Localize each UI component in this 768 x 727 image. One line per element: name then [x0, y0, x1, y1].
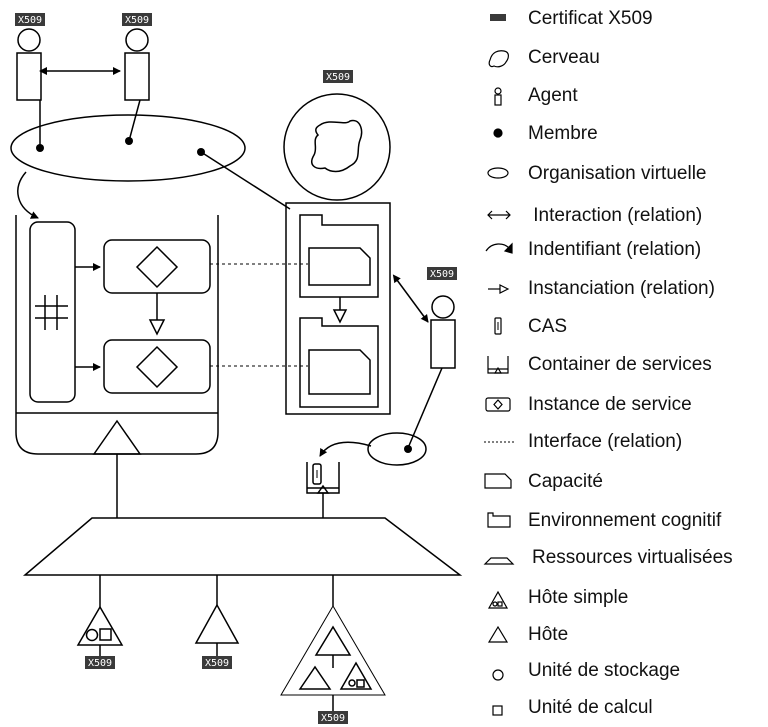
- capacity-icon: [484, 473, 512, 489]
- legend-label-storage-unit: Unité de stockage: [528, 660, 680, 681]
- svg-text:X509: X509: [88, 658, 112, 669]
- legend-label-compute-unit: Unité de calcul: [528, 697, 653, 718]
- simple-host-icon: [487, 590, 509, 609]
- double-arrow-icon: [487, 210, 511, 220]
- identifier-arrow: [17, 171, 39, 219]
- legend-label-service-instance: Instance de service: [528, 394, 692, 415]
- legend-label-identifier: Indentifiant (relation): [528, 239, 701, 260]
- agent-icon: [494, 87, 502, 106]
- svg-text:X509: X509: [125, 15, 149, 26]
- member-dot-1: [36, 144, 44, 152]
- legend-label-capacity: Capacité: [528, 471, 603, 492]
- member-dot-3: [197, 148, 205, 156]
- ellipse-icon: [487, 167, 509, 179]
- cas-icon: [494, 317, 502, 335]
- member-dot-4: [404, 445, 412, 453]
- open-triangle-arrow-icon: [488, 284, 510, 294]
- x509-badge-agent-1: X509: [15, 13, 45, 26]
- service-instance-2: [103, 339, 211, 394]
- certificate-icon: [490, 14, 506, 21]
- virtualized-resources: [22, 517, 463, 576]
- agent-2: [124, 28, 150, 101]
- legend-label-brain: Cerveau: [528, 47, 600, 68]
- small-virtual-organisation: [367, 432, 427, 466]
- composite-host: [280, 605, 386, 696]
- legend-label-instanciation: Instanciation (relation): [528, 278, 715, 299]
- square-icon: [492, 705, 503, 716]
- cas-block: [29, 221, 76, 403]
- cognitive-environment: [285, 202, 391, 415]
- x509-badge-agent-2: X509: [122, 13, 152, 26]
- legend-label-virtual-organisation: Organisation virtuelle: [528, 163, 706, 184]
- agent-1: [16, 28, 42, 101]
- host-2: [194, 603, 240, 644]
- small-service-container: [306, 462, 340, 494]
- member-dot-icon: [493, 128, 503, 138]
- legend-label-member: Membre: [528, 123, 598, 144]
- svg-text:X509: X509: [18, 15, 42, 26]
- brain: [283, 93, 391, 201]
- circle-icon: [492, 669, 504, 681]
- x509-badge-agent-3: X509: [427, 267, 457, 280]
- service-container: [15, 215, 219, 455]
- brain-icon: [488, 50, 509, 68]
- instanciation-arrow-cognitive: [332, 297, 348, 324]
- identifier-arrow-small: [319, 441, 372, 457]
- x509-badge-host-3: X509: [318, 711, 348, 724]
- service-instance-1: [103, 239, 211, 294]
- svg-text:X509: X509: [205, 658, 229, 669]
- member-dot-2: [125, 137, 133, 145]
- svg-text:X509: X509: [326, 72, 350, 83]
- legend-label-interface: Interface (relation): [528, 431, 682, 452]
- service-instance-icon: [485, 397, 511, 412]
- legend-label-service-container: Container de services: [528, 354, 712, 375]
- x509-badge-brain: X509: [323, 70, 353, 83]
- instanciation-arrow-services: [148, 293, 166, 336]
- legend-label-cognitive-environment: Environnement cognitif: [528, 510, 722, 531]
- curved-arrow-icon: [485, 242, 513, 254]
- folder-icon: [487, 512, 511, 528]
- svg-text:X509: X509: [321, 713, 345, 724]
- legend-label-certificate: Certificat X509: [528, 8, 653, 29]
- x509-badge-host-2: X509: [202, 656, 232, 669]
- svg-text:X509: X509: [430, 269, 454, 280]
- x509-badge-host-1: X509: [85, 656, 115, 669]
- legend: Certificat X509 Cerveau Agent Membre Org…: [483, 8, 733, 718]
- legend-label-host: Hôte: [528, 624, 568, 645]
- legend-label-interaction: Interaction (relation): [528, 205, 702, 226]
- interaction-arrow-agent3: [392, 274, 429, 323]
- legend-label-simple-host: Hôte simple: [528, 587, 628, 608]
- agent-3: [430, 295, 456, 369]
- service-container-icon: [487, 356, 509, 374]
- virtual-organisation: [10, 114, 246, 182]
- member-link-2: [128, 99, 141, 142]
- legend-label-agent: Agent: [528, 85, 578, 106]
- trapezoid-icon: [483, 557, 515, 565]
- legend-label-cas: CAS: [528, 316, 567, 337]
- host-triangle-icon: [487, 625, 509, 643]
- legend-label-virtualized-resources: Ressources virtualisées: [532, 547, 733, 568]
- member-link-brain: [200, 151, 291, 210]
- member-link-agent3: [407, 367, 443, 449]
- simple-host-1: [76, 605, 124, 646]
